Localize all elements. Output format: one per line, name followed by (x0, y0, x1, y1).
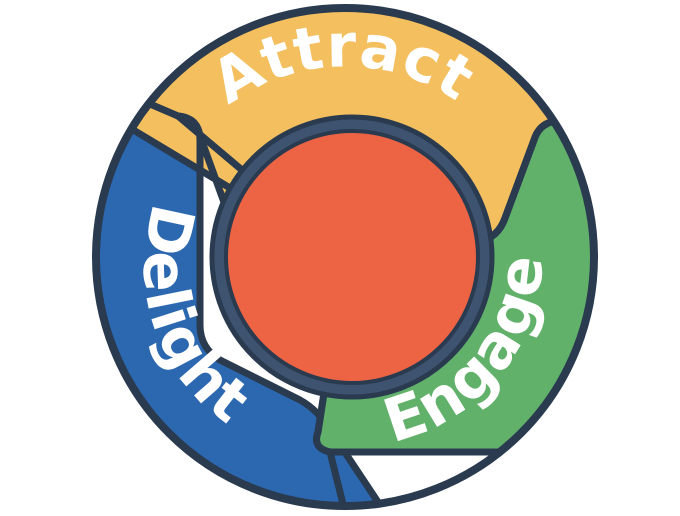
flywheel-hub[interactable] (209, 114, 495, 400)
hub-core[interactable] (224, 129, 480, 385)
wheel-outer-outline (92, 4, 598, 510)
seam-attract-delight (146, 100, 204, 329)
seam-engage-delight (313, 253, 349, 506)
